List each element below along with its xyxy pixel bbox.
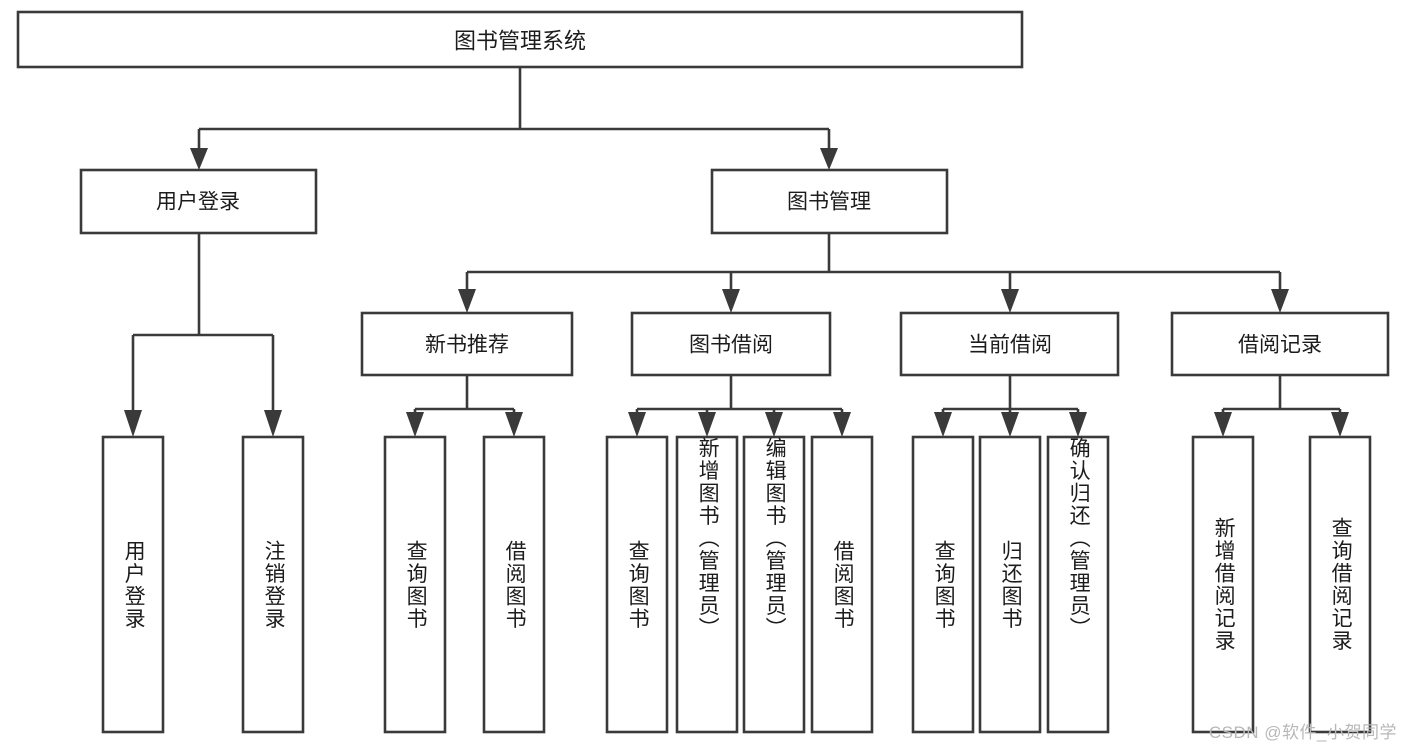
- leaf-boxes-borrow-record: [1191, 435, 1372, 734]
- arrow-head-icon: [406, 412, 424, 437]
- node-label: 图书管理系统: [454, 29, 586, 54]
- node-box: [630, 311, 832, 377]
- node-user-login[interactable]: 用户登录: [79, 168, 318, 235]
- node-label: 新书推荐: [425, 334, 509, 357]
- arrow-head-icon: [628, 412, 646, 437]
- leaf-boxes-book-borrow: [605, 435, 874, 734]
- node-box: [360, 311, 574, 377]
- arrow-head-icon: [1069, 412, 1087, 437]
- arrow-head-icon: [505, 412, 523, 437]
- leaf-box[interactable]: [482, 435, 546, 734]
- arrow-head-icon: [124, 410, 142, 437]
- connector-bookborrow-to-leaves: [628, 375, 851, 437]
- node-label: 当前借阅: [968, 334, 1052, 357]
- leaf-boxes-current-borrow: [911, 435, 1110, 734]
- leaf-box[interactable]: [978, 435, 1042, 734]
- node-new-book-recommend[interactable]: 新书推荐: [360, 311, 574, 377]
- node-book-borrow[interactable]: 图书借阅: [630, 311, 832, 377]
- node-borrow-record[interactable]: 借阅记录: [1170, 311, 1390, 377]
- arrow-head-icon: [1001, 412, 1019, 437]
- arrow-head-icon: [1271, 289, 1289, 313]
- leaf-box[interactable]: [810, 435, 874, 734]
- node-current-borrow[interactable]: 当前借阅: [899, 311, 1120, 377]
- leaf-box[interactable]: [1046, 435, 1110, 734]
- leaf-boxes-user-login: [101, 435, 305, 734]
- node-label: 图书借阅: [689, 334, 773, 357]
- leaf-box[interactable]: [383, 435, 447, 734]
- leaf-box[interactable]: [911, 435, 975, 734]
- arrow-head-icon: [820, 148, 838, 170]
- arrow-head-icon: [765, 412, 783, 437]
- node-root-book-management-system[interactable]: 图书管理系统: [16, 10, 1024, 69]
- leaf-box[interactable]: [1308, 435, 1372, 734]
- node-box: [1170, 311, 1390, 377]
- connector-bookmgmt-to-level2: [458, 233, 1289, 313]
- leaf-box[interactable]: [742, 435, 806, 734]
- arrow-head-icon: [458, 289, 476, 313]
- leaf-box[interactable]: [605, 435, 669, 734]
- node-box: [79, 168, 318, 235]
- arrow-head-icon: [934, 412, 952, 437]
- leaf-boxes-new-book-recommend: [383, 435, 546, 734]
- arrow-head-icon: [698, 412, 716, 437]
- node-book-management[interactable]: 图书管理: [710, 168, 949, 235]
- node-box: [16, 10, 1024, 69]
- leaf-box[interactable]: [675, 435, 739, 734]
- arrow-head-icon: [722, 289, 740, 313]
- arrow-head-icon: [264, 410, 282, 437]
- node-label: 借阅记录: [1238, 334, 1322, 357]
- node-box: [899, 311, 1120, 377]
- arrow-head-icon: [1331, 412, 1349, 437]
- connector-userlogin-to-leaves: [124, 233, 282, 437]
- leaf-box[interactable]: [101, 435, 165, 734]
- node-box: [710, 168, 949, 235]
- leaf-box[interactable]: [1191, 435, 1255, 734]
- arrow-head-icon: [190, 148, 208, 170]
- arrow-head-icon: [1214, 412, 1232, 437]
- node-label: 用户登录: [156, 191, 240, 214]
- connector-currentborrow-to-leaves: [934, 375, 1087, 437]
- node-label: 图书管理: [787, 191, 871, 214]
- arrow-head-icon: [833, 412, 851, 437]
- connector-root-to-level1: [190, 67, 838, 170]
- leaf-box[interactable]: [241, 435, 305, 734]
- arrow-head-icon: [1001, 289, 1019, 313]
- connector-borrowrecord-to-leaves: [1214, 375, 1349, 437]
- connector-newbook-to-leaves: [406, 375, 523, 437]
